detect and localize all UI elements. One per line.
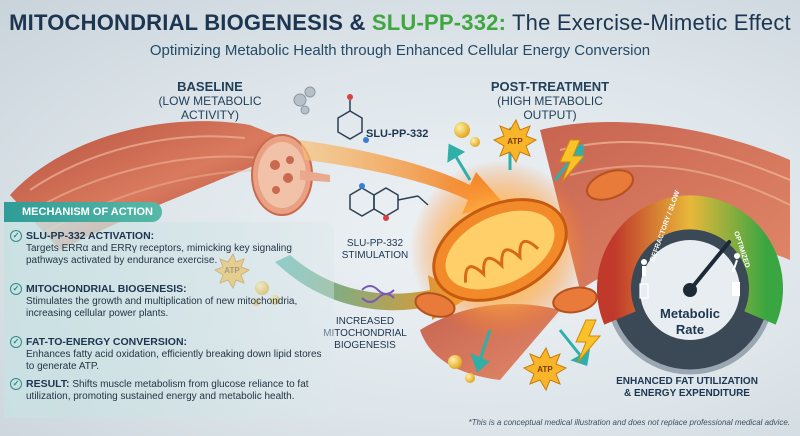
baseline-molecules bbox=[293, 86, 316, 115]
gauge-needle bbox=[688, 240, 732, 292]
battery-low-icon bbox=[639, 283, 649, 299]
post-treatment-label: POST-TREATMENT (HIGH METABOLIC OUTPUT) bbox=[470, 79, 630, 123]
baseline-label-main: BASELINE bbox=[177, 79, 243, 94]
mechanism-item-heading: MITOCHONDRIAL BIOGENESIS: bbox=[26, 283, 187, 295]
compound-label: SLU-PP-332 bbox=[366, 128, 429, 140]
gauge-caption-line-2: & ENERGY EXPENDITURE bbox=[624, 388, 750, 399]
biogenesis-line-2: MITOCHONDRIAL bbox=[323, 328, 407, 339]
check-icon: ✓ bbox=[10, 336, 22, 348]
gauge-caption: ENHANCED FAT UTILIZATION & ENERGY EXPEND… bbox=[612, 376, 762, 400]
stimulation-arrow bbox=[300, 140, 505, 214]
molecule-structure bbox=[337, 94, 429, 221]
gauge-center-line-1: Metabolic bbox=[660, 306, 720, 321]
mechanism-item-body: Targets ERRα and ERRγ receptors, mimicki… bbox=[26, 243, 292, 266]
mechanism-item-body: Enhances fatty acid oxidation, efficient… bbox=[26, 349, 322, 372]
check-icon: ✓ bbox=[10, 283, 22, 295]
footnote: *This is a conceptual medical illustrati… bbox=[468, 418, 790, 427]
running-person-icon bbox=[732, 253, 740, 273]
post-treatment-label-main: POST-TREATMENT bbox=[490, 79, 610, 94]
metabolic-gauge: REFRACTORY / SLOW OPTIMIZED Metabolic Ra… bbox=[597, 190, 783, 375]
baseline-label: BASELINE (LOW METABOLIC ACTIVITY) bbox=[130, 79, 290, 123]
title-part-2: SLU-PP-332: bbox=[371, 10, 507, 35]
mechanism-header: MECHANISM OF ACTION bbox=[4, 202, 162, 222]
mechanism-item: ✓ FAT-TO-ENERGY CONVERSION:Enhances fatt… bbox=[10, 336, 325, 373]
check-icon: ✓ bbox=[10, 230, 22, 242]
mechanism-item-body: Stimulates the growth and multiplication… bbox=[26, 296, 298, 319]
mechanism-item-heading: SLU-PP-332 ACTIVATION: bbox=[26, 230, 155, 242]
post-treatment-label-sub: (HIGH METABOLIC OUTPUT) bbox=[497, 94, 603, 122]
gauge-center-line-2: Rate bbox=[676, 322, 704, 337]
mechanism-item-heading: RESULT: bbox=[26, 378, 70, 390]
check-icon: ✓ bbox=[10, 378, 22, 390]
mechanism-item: ✓ SLU-PP-332 ACTIVATION:Targets ERRα and… bbox=[10, 230, 325, 267]
lightning-icon bbox=[559, 139, 586, 183]
lightning-icon bbox=[575, 319, 602, 363]
mechanism-item: ✓ RESULT: Shifts muscle metabolism from … bbox=[10, 378, 325, 403]
mechanism-item: ✓ MITOCHONDRIAL BIOGENESIS:Stimulates th… bbox=[10, 283, 325, 320]
mechanism-item-body: Shifts muscle metabolism from glucose re… bbox=[26, 379, 309, 402]
page-subtitle: Optimizing Metabolic Health through Enha… bbox=[149, 42, 651, 59]
stimulation-line-1: SLU-PP-332 bbox=[346, 238, 404, 249]
dna-icon bbox=[361, 285, 395, 303]
battery-full-icon bbox=[732, 282, 740, 296]
glowing-mitochondrion bbox=[410, 160, 590, 340]
stimulation-label: SLU-PP-332 STIMULATION bbox=[325, 238, 425, 262]
atp-burst: ATP bbox=[492, 118, 538, 164]
mechanism-panel bbox=[4, 222, 334, 418]
stimulation-line-2: STIMULATION bbox=[341, 250, 409, 261]
title-part-3: The Exercise-Mimetic Effect bbox=[506, 10, 791, 35]
atp-burst: ATP bbox=[522, 346, 568, 392]
small-mitochondria bbox=[414, 169, 634, 318]
baseline-label-sub: (LOW METABOLIC ACTIVITY) bbox=[158, 94, 262, 122]
atp-text: ATP bbox=[537, 365, 553, 374]
mechanism-item-heading: FAT-TO-ENERGY CONVERSION: bbox=[26, 336, 188, 348]
atp-text: ATP bbox=[507, 137, 523, 146]
biogenesis-line-1: INCREASED bbox=[335, 316, 395, 327]
title-part-1: MITOCHONDRIAL BIOGENESIS & bbox=[9, 10, 372, 35]
slow-person-icon bbox=[641, 259, 647, 276]
biogenesis-line-3: BIOGENESIS bbox=[334, 340, 396, 351]
biogenesis-label: INCREASED MITOCHONDRIAL BIOGENESIS bbox=[310, 316, 420, 352]
page-title: MITOCHONDRIAL BIOGENESIS & SLU-PP-332: T… bbox=[0, 10, 800, 36]
gauge-caption-line-1: ENHANCED FAT UTILIZATION bbox=[616, 376, 758, 387]
